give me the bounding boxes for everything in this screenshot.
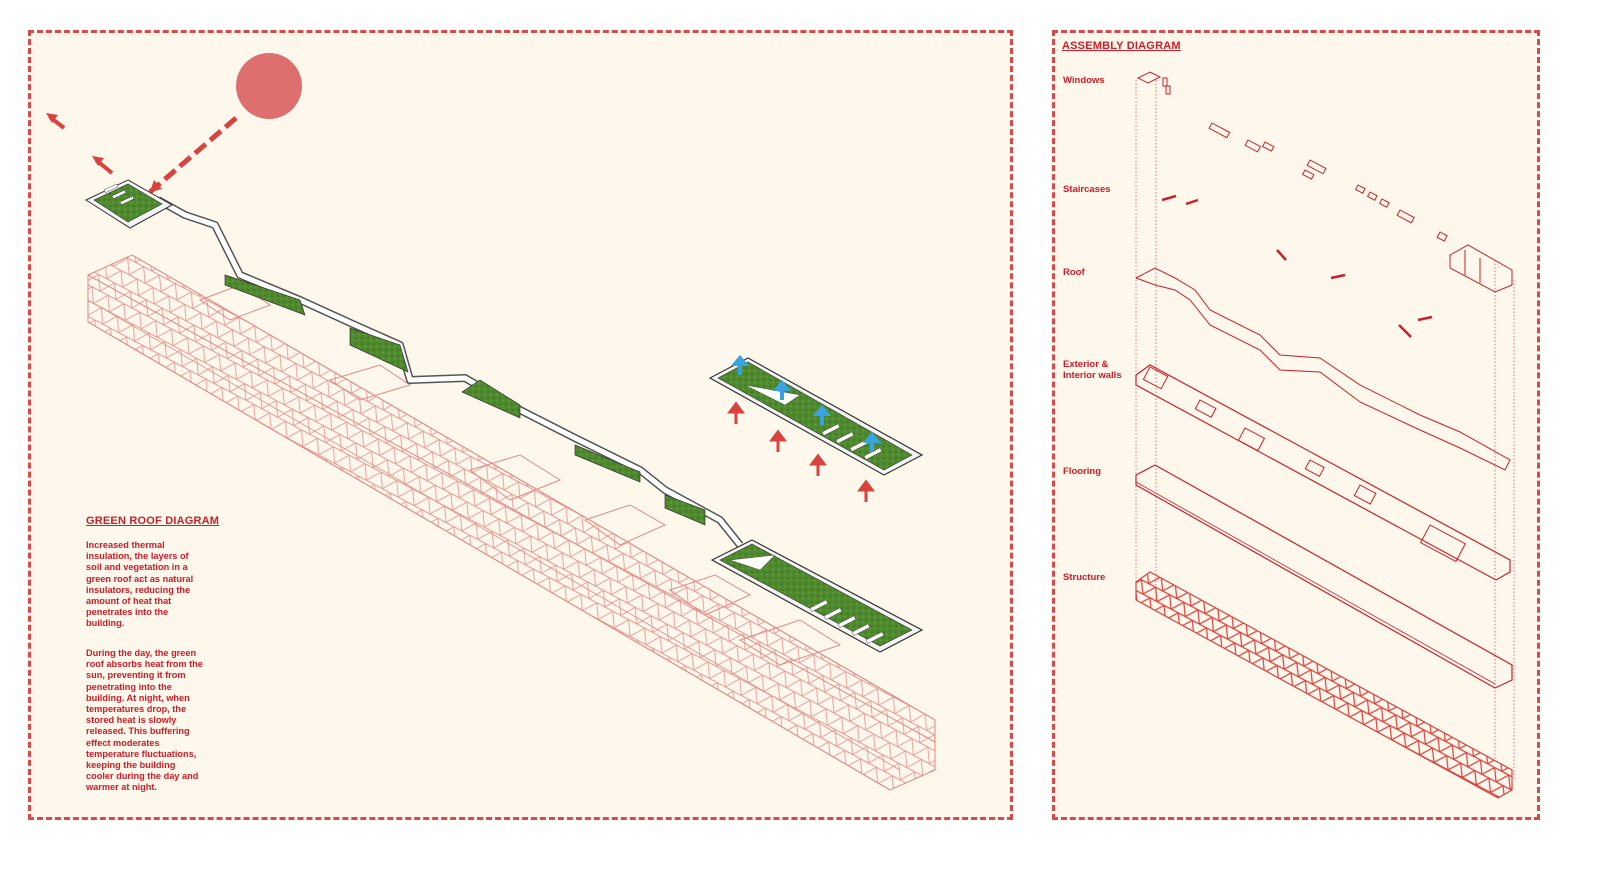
assembly-panel bbox=[1052, 30, 1540, 820]
layer-label-staircases: Staircases bbox=[1063, 184, 1111, 195]
layer-label-windows: Windows bbox=[1063, 75, 1105, 86]
sun-icon bbox=[236, 53, 302, 119]
layer-label-structure: Structure bbox=[1063, 572, 1106, 583]
roof-walkway bbox=[156, 196, 744, 548]
layer-label-flooring: Flooring bbox=[1063, 466, 1101, 477]
layer-label-walls: Exterior & Interior walls bbox=[1063, 359, 1122, 381]
heat-arrow-icon bbox=[727, 401, 875, 502]
roof-pad-bottom bbox=[710, 539, 924, 653]
green-roof-paragraph-2: During the day, the green roof absorbs h… bbox=[86, 648, 203, 793]
reflected-heat-arrow-icon bbox=[46, 113, 114, 175]
assembly-exploded-view bbox=[1135, 71, 1515, 799]
building-structure bbox=[87, 254, 936, 791]
roof-pad-top bbox=[84, 179, 174, 229]
green-roof-title: GREEN ROOF DIAGRAM bbox=[86, 515, 220, 527]
assembly-title: ASSEMBLY DIAGRAM bbox=[1062, 40, 1181, 52]
green-roof-paragraph-1: Increased thermal insulation, the layers… bbox=[86, 540, 194, 629]
sun-ray-arrow-icon bbox=[148, 116, 238, 194]
layer-label-roof: Roof bbox=[1063, 267, 1085, 278]
water-arrow-icon bbox=[730, 354, 882, 452]
